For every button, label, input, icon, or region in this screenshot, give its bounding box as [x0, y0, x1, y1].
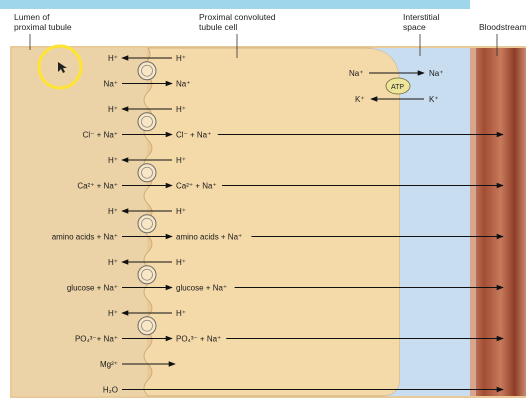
cell-header: Proximal convoluted: [199, 12, 276, 22]
carrier-protein-icon: [137, 163, 157, 183]
carrier-protein-icon: [137, 316, 157, 336]
mouse-cursor-icon: [58, 62, 67, 73]
row-left-label: PO₄³⁻+ Na⁺: [75, 335, 118, 344]
pump-k-out-label: K⁺: [429, 95, 439, 104]
top-bar: [0, 0, 470, 9]
row-right-label: glucose + Na⁺: [176, 284, 227, 293]
row-right-label: Ca²⁺ + Na⁺: [176, 182, 217, 191]
transport-row-13: H₂O: [103, 386, 504, 395]
carrier-protein-icon: [137, 61, 157, 81]
blood-header: Bloodstream: [479, 22, 526, 32]
carrier-core-icon: [141, 217, 153, 230]
transport-row-5: Ca²⁺ + Na⁺ Ca²⁺ + Na⁺: [77, 163, 504, 191]
row-left-label: glucose + Na⁺: [67, 284, 118, 293]
row-right-label: amino acids + Na⁺: [176, 233, 242, 242]
transport-row-9: glucose + Na⁺ glucose + Na⁺: [67, 265, 504, 293]
transport-row-3: Cl⁻ + Na⁺ Cl⁻ + Na⁺: [83, 112, 504, 140]
transport-row-11: PO₄³⁻+ Na⁺ PO₄³⁻ + Na⁺: [75, 316, 504, 344]
row-left-label: H⁺: [108, 156, 118, 165]
row-left-label: H⁺: [108, 258, 118, 267]
pump-na-out-label: Na⁺: [429, 69, 443, 78]
carrier-core-icon: [141, 268, 153, 281]
bloodstream-edge: [470, 48, 476, 396]
row-right-label: H⁺: [176, 105, 186, 114]
transport-row-0: H⁺ H⁺: [108, 54, 186, 63]
carrier-protein-icon: [137, 265, 157, 285]
row-left-label: Cl⁻ + Na⁺: [83, 131, 118, 140]
row-right-label: Cl⁻ + Na⁺: [176, 131, 211, 140]
row-right-label: H⁺: [176, 309, 186, 318]
transport-row-6: H⁺ H⁺: [108, 207, 186, 216]
transport-row-7: amino acids + Na⁺ amino acids + Na⁺: [52, 214, 504, 242]
row-right-label: H⁺: [176, 207, 186, 216]
cell-header-2: tubule cell: [199, 22, 237, 32]
transport-row-1: Na⁺ Na⁺: [104, 61, 190, 89]
row-right-label: H⁺: [176, 156, 186, 165]
interstitial-header-2: space: [403, 22, 426, 32]
transport-row-4: H⁺ H⁺: [108, 156, 186, 165]
pump-k-in-label: K⁺: [355, 95, 365, 104]
atp-label: ATP: [391, 84, 404, 91]
transport-row-12: Mg²⁺: [100, 360, 176, 369]
row-left-label: H⁺: [108, 309, 118, 318]
row-left-label: H⁺: [108, 54, 118, 63]
transport-row-8: H⁺ H⁺: [108, 258, 186, 267]
lumen-header-2: proximal tubule: [14, 22, 72, 32]
row-left-label: Ca²⁺ + Na⁺: [77, 182, 118, 191]
transport-row-2: H⁺ H⁺: [108, 105, 186, 114]
atp-circle: [385, 77, 411, 95]
lumen-header: Lumen of: [14, 12, 50, 22]
transport-rows: H⁺H⁺Na⁺Na⁺H⁺H⁺Cl⁻ + Na⁺Cl⁻ + Na⁺H⁺H⁺Ca²⁺…: [52, 54, 504, 395]
row-right-label: H⁺: [176, 258, 186, 267]
row-right-label: Na⁺: [176, 80, 190, 89]
row-left-label: H⁺: [108, 105, 118, 114]
na-k-pump: Na⁺ Na⁺ ATP K⁺ K⁺: [349, 69, 443, 104]
row-left-label: amino acids + Na⁺: [52, 233, 118, 242]
carrier-core-icon: [141, 319, 153, 332]
transport-row-10: H⁺ H⁺: [108, 309, 186, 318]
row-left-label: Mg²⁺: [100, 360, 118, 369]
row-right-label: H⁺: [176, 54, 186, 63]
cursor-highlight: [37, 44, 83, 90]
pump-na-in-label: Na⁺: [349, 69, 363, 78]
row-left-label: H⁺: [108, 207, 118, 216]
row-left-label: Na⁺: [104, 80, 118, 89]
row-left-label: H₂O: [103, 386, 118, 395]
bloodstream-vessel: [470, 48, 526, 396]
carrier-core-icon: [141, 115, 153, 128]
row-right-label: PO₄³⁻ + Na⁺: [176, 335, 221, 344]
carrier-core-icon: [141, 64, 153, 77]
carrier-core-icon: [141, 166, 153, 179]
carrier-protein-icon: [137, 214, 157, 234]
lumen-region: [12, 48, 147, 396]
interstitial-header: Interstitial: [403, 12, 439, 22]
carrier-protein-icon: [137, 112, 157, 132]
